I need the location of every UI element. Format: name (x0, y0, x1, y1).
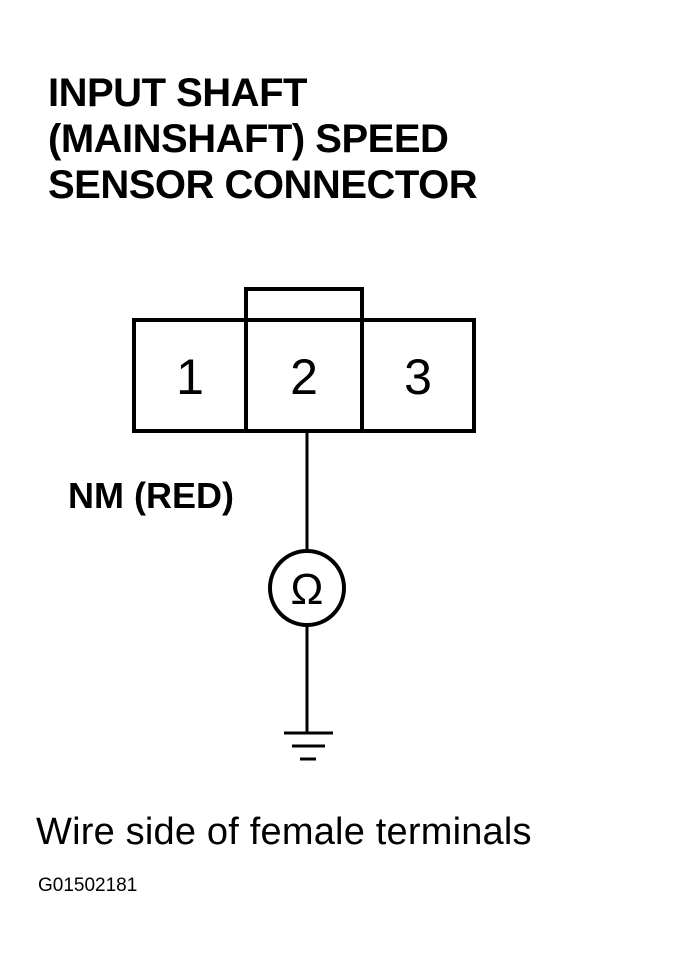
terminal-2-label: 2 (290, 349, 318, 405)
wire-color-label: NM (RED) (68, 475, 234, 516)
title-line-2: (MAINSHAFT) SPEED (48, 117, 449, 161)
figure-id: G01502181 (38, 875, 138, 896)
terminal-1-label: 1 (176, 349, 204, 405)
ohm-symbol: Ω (291, 565, 324, 614)
title-line-3: SENSOR CONNECTOR (48, 163, 478, 207)
terminal-3-label: 3 (404, 349, 432, 405)
ground-icon (284, 731, 333, 761)
connector-lock-tab (244, 287, 364, 320)
view-caption: Wire side of female terminals (36, 811, 532, 853)
connector-body (132, 287, 476, 433)
ohmmeter-icon: Ω (268, 549, 346, 627)
connector-outline (132, 318, 476, 433)
diagram-title: INPUT SHAFT (MAINSHAFT) SPEED SENSOR CON… (48, 70, 478, 208)
title-line-1: INPUT SHAFT (48, 71, 307, 115)
